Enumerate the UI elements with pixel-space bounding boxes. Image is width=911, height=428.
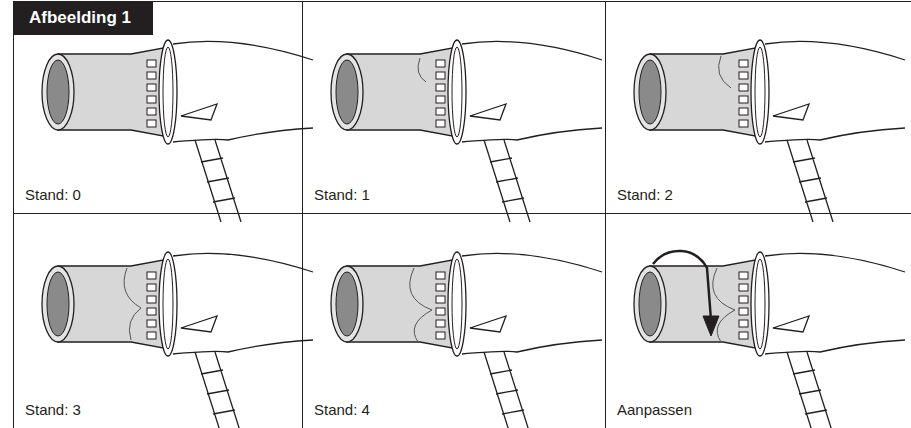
figure-panel: Stand: 2: [605, 1, 911, 213]
panel-caption: Stand: 4: [312, 401, 372, 418]
figure-panel: Stand: 4: [302, 213, 605, 428]
figure-panel: Aanpassen: [605, 213, 911, 428]
panel-caption: Stand: 3: [23, 401, 83, 418]
panel-caption: Stand: 0: [23, 186, 83, 203]
panel-caption: Stand: 1: [312, 186, 372, 203]
figure-panel: Stand: 1: [302, 1, 605, 213]
panel-caption: Stand: 2: [615, 186, 675, 203]
panel-caption: Aanpassen: [615, 401, 694, 418]
figure-title-tab: Afbeelding 1: [13, 1, 153, 35]
figure-panel: Stand: 3: [13, 213, 302, 428]
